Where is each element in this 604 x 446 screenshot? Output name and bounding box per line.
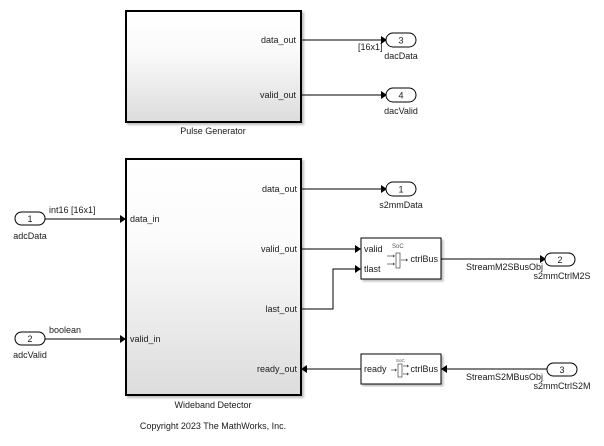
- outport-name: dacValid: [384, 106, 418, 116]
- signal-label-adcdata: int16 [16x1]: [49, 205, 96, 215]
- inport-name: adcData: [13, 231, 47, 241]
- wire-dacvalid[interactable]: [301, 91, 387, 99]
- wideband-detector-body[interactable]: [125, 158, 302, 396]
- soc-m2s-port-ctrlbus: ctrlBus: [410, 254, 438, 264]
- inport-name: s2mmCtrlS2M: [533, 381, 590, 391]
- arrow-head-icon: [441, 365, 447, 373]
- inport-number: 3: [559, 365, 564, 375]
- wire-last-out[interactable]: [301, 265, 361, 310]
- inport-adcvalid[interactable]: 2 adcValid: [13, 331, 47, 360]
- pulse-generator-label: Pulse Generator: [180, 126, 246, 136]
- soc-badge: SoC: [392, 244, 404, 250]
- outport-name: dacData: [384, 51, 418, 61]
- pulse-generator-port-valid-out: valid_out: [260, 90, 297, 100]
- arrow-head-icon: [381, 91, 387, 99]
- outport-number: 1: [398, 185, 403, 195]
- signal-label-s2mmctrls2m: StreamS2MBusObj: [466, 372, 543, 382]
- arrow-head-icon: [120, 215, 126, 223]
- inport-adcdata[interactable]: 1 adcData: [13, 211, 47, 241]
- pulse-generator-body[interactable]: [125, 10, 302, 123]
- outport-dacvalid[interactable]: 4 dacValid: [384, 87, 418, 116]
- wire-s2mmctrlm2s[interactable]: StreamM2SBusObj: [441, 255, 546, 272]
- wire-s2mmdata[interactable]: [301, 185, 387, 193]
- soc-s2m-port-ctrlbus: ctrlBus: [410, 364, 438, 374]
- outport-number: 3: [398, 36, 403, 46]
- signal-label-dacdata: [16x1]: [358, 42, 383, 52]
- wideband-detector-port-ready-out: ready_out: [257, 364, 298, 374]
- inport-s2mmctrls2m[interactable]: 3 s2mmCtrlS2M: [533, 362, 591, 391]
- inport-number: 1: [27, 214, 32, 224]
- wire-valid-out[interactable]: [301, 245, 361, 253]
- arrow-head-icon: [301, 365, 307, 373]
- arrow-head-icon: [381, 36, 387, 44]
- bus-creator-icon: [387, 252, 408, 269]
- inport-number: 2: [27, 334, 32, 344]
- wideband-detector-label: Wideband Detector: [174, 400, 251, 410]
- soc-s2m-port-ready: ready: [364, 364, 387, 374]
- wire-adcvalid[interactable]: boolean: [45, 325, 126, 343]
- arrow-head-icon: [355, 245, 361, 253]
- outport-s2mmdata[interactable]: 1 s2mmData: [379, 181, 423, 210]
- wire-dacdata[interactable]: [16x1]: [301, 36, 387, 52]
- outport-number: 2: [557, 255, 562, 265]
- copyright-annotation: Copyright 2023 The MathWorks, Inc.: [140, 421, 286, 431]
- outport-dacdata[interactable]: 3 dacData: [384, 32, 418, 61]
- soc-m2s-port-valid: valid: [364, 244, 383, 254]
- wire-s2mmctrls2m[interactable]: StreamS2MBusObj: [441, 365, 547, 382]
- arrow-head-icon: [381, 185, 387, 193]
- soc-m2s-bus-creator-block[interactable]: valid tlast SoC ctrlBus: [360, 237, 442, 280]
- wideband-detector-block[interactable]: data_in valid_in data_out valid_out last…: [125, 158, 302, 410]
- soc-s2m-bus-selector-block[interactable]: ready SoC ctrlBus: [360, 353, 442, 385]
- wideband-detector-port-valid-out: valid_out: [261, 244, 298, 254]
- wideband-detector-port-data-in: data_in: [130, 214, 160, 224]
- wideband-detector-port-data-out: data_out: [262, 184, 298, 194]
- arrow-head-icon: [355, 265, 361, 273]
- pulse-generator-block[interactable]: data_out valid_out Pulse Generator: [125, 10, 302, 136]
- outport-s2mmctrlm2s[interactable]: 2 s2mmCtrlM2S: [533, 252, 591, 281]
- arrow-head-icon: [120, 335, 126, 343]
- bus-selector-icon: [391, 363, 409, 378]
- arrow-head-icon: [540, 255, 546, 263]
- signal-label-s2mmctrlm2s: StreamM2SBusObj: [466, 262, 543, 272]
- soc-badge: SoC: [396, 358, 406, 363]
- wire-ready[interactable]: [301, 365, 361, 373]
- inport-name: adcValid: [13, 350, 47, 360]
- wire-adcdata[interactable]: int16 [16x1]: [45, 205, 126, 223]
- wideband-detector-port-last-out: last_out: [265, 304, 297, 314]
- outport-name: s2mmCtrlM2S: [533, 271, 590, 281]
- pulse-generator-port-data-out: data_out: [261, 35, 297, 45]
- outport-number: 4: [398, 91, 403, 101]
- wideband-detector-port-valid-in: valid_in: [130, 334, 161, 344]
- outport-name: s2mmData: [379, 200, 423, 210]
- soc-m2s-port-tlast: tlast: [364, 264, 381, 274]
- signal-label-adcvalid: boolean: [49, 325, 81, 335]
